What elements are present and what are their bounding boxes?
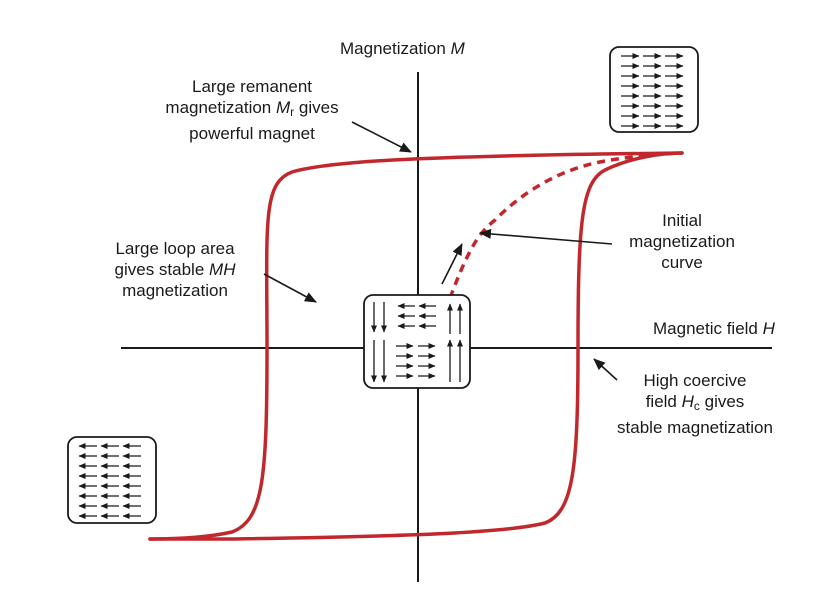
initial-curve-pointer-arrow	[479, 228, 613, 245]
loop-area-annotation: Large loop area gives stable MH magnetiz…	[114, 239, 236, 300]
initial-curve-direction-arrow	[441, 243, 463, 285]
x-axis-label: Magnetic field H	[653, 319, 775, 338]
y-axis-label: Magnetization M	[340, 39, 465, 58]
hysteresis-loop-lower-branch	[148, 151, 684, 541]
remanent-annotation: Large remanent magnetization Mr gives po…	[165, 77, 339, 143]
remanent-pointer-arrow	[351, 121, 412, 153]
loop-area-pointer-arrow	[263, 273, 317, 303]
domain-box-demagnetized	[363, 294, 471, 389]
coercive-pointer-arrow	[593, 358, 618, 381]
initial-curve-annotation: Initial magnetization curve	[629, 211, 735, 272]
initial-magnetization-curve	[448, 151, 683, 299]
domain-box-saturated-positive	[609, 46, 699, 133]
coercive-annotation: High coercive field Hc gives stable magn…	[617, 371, 773, 437]
domain-box-saturated-negative	[67, 436, 157, 524]
